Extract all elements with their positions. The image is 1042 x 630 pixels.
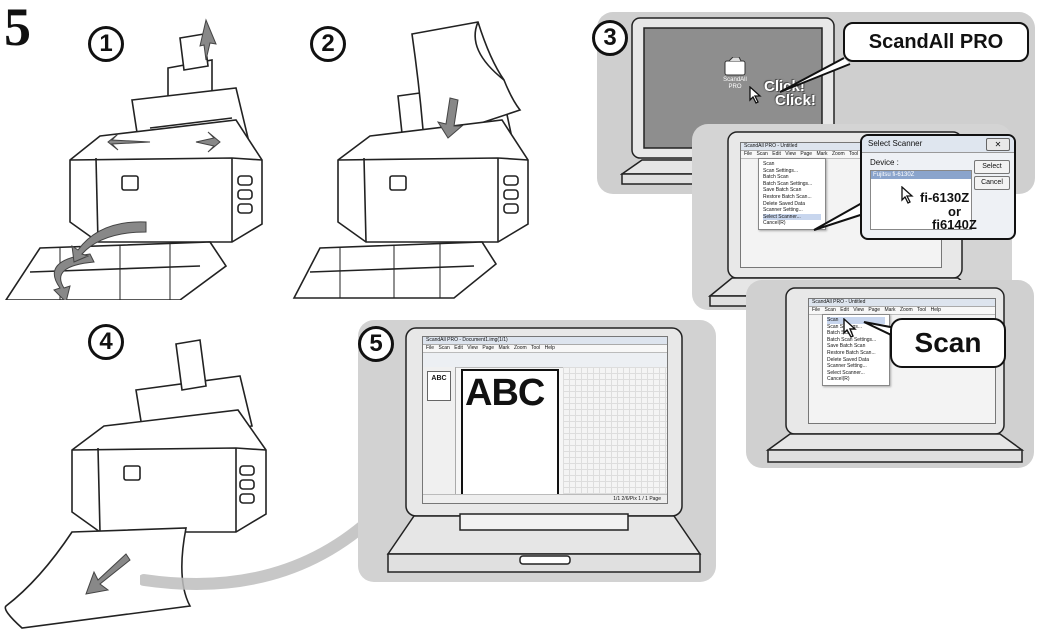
scanner-open-illustration — [0, 10, 270, 300]
scandall-pro-callout: ScandAll PRO — [843, 22, 1029, 62]
scanner-load-paper-illustration — [290, 20, 560, 310]
menu-item[interactable]: Cancel(R) — [827, 376, 885, 383]
model-b-label: fi6140Z — [932, 217, 977, 232]
menu-item[interactable]: Batch Scan Settings... — [763, 181, 821, 188]
menu-item[interactable]: Batch Scan — [763, 174, 821, 181]
menu-item[interactable]: Scan — [763, 161, 821, 168]
result-titlebar: ScandAll PRO - Document1.img(1/1) — [423, 337, 667, 345]
scanned-text: ABC — [463, 371, 557, 415]
device-label: Device : — [870, 158, 899, 167]
scanned-page: ABC — [461, 369, 559, 497]
page-thumbnail[interactable]: ABC — [427, 371, 451, 401]
canvas-grid — [563, 367, 667, 495]
callout-pointer — [760, 50, 860, 100]
menu-item[interactable]: Scan Settings... — [763, 168, 821, 175]
close-icon[interactable]: ✕ — [986, 138, 1010, 151]
device-list-item[interactable]: Fujitsu fi-6130Z — [871, 171, 971, 179]
result-menubar[interactable]: File Scan Edit View Page Mark Zoom Tool … — [423, 345, 667, 353]
cancel-button[interactable]: Cancel — [974, 176, 1010, 190]
mouse-pointer-icon — [900, 186, 916, 204]
model-a-label: fi-6130Z — [920, 190, 969, 205]
scan-callout: Scan — [890, 318, 1006, 368]
mouse-pointer-icon — [842, 318, 860, 338]
menu-item[interactable]: Select Scanner... — [827, 370, 885, 377]
scanner-app-icon — [724, 57, 746, 77]
laptop3-titlebar: ScandAll PRO - Untitled — [809, 299, 995, 307]
status-bar: 1/1 2/6/Pix 1 / 1 Page — [423, 494, 667, 503]
select-button[interactable]: Select — [974, 160, 1010, 174]
menu-item[interactable]: Delete Saved Data — [827, 357, 885, 364]
result-app-window: ScandAll PRO - Document1.img(1/1) File S… — [422, 336, 668, 504]
menu-item[interactable]: Scanner Setting... — [827, 363, 885, 370]
thumbnail-pane: ABC — [423, 367, 456, 495]
menu-item[interactable]: Restore Batch Scan... — [827, 350, 885, 357]
result-toolbar[interactable] — [423, 353, 667, 368]
